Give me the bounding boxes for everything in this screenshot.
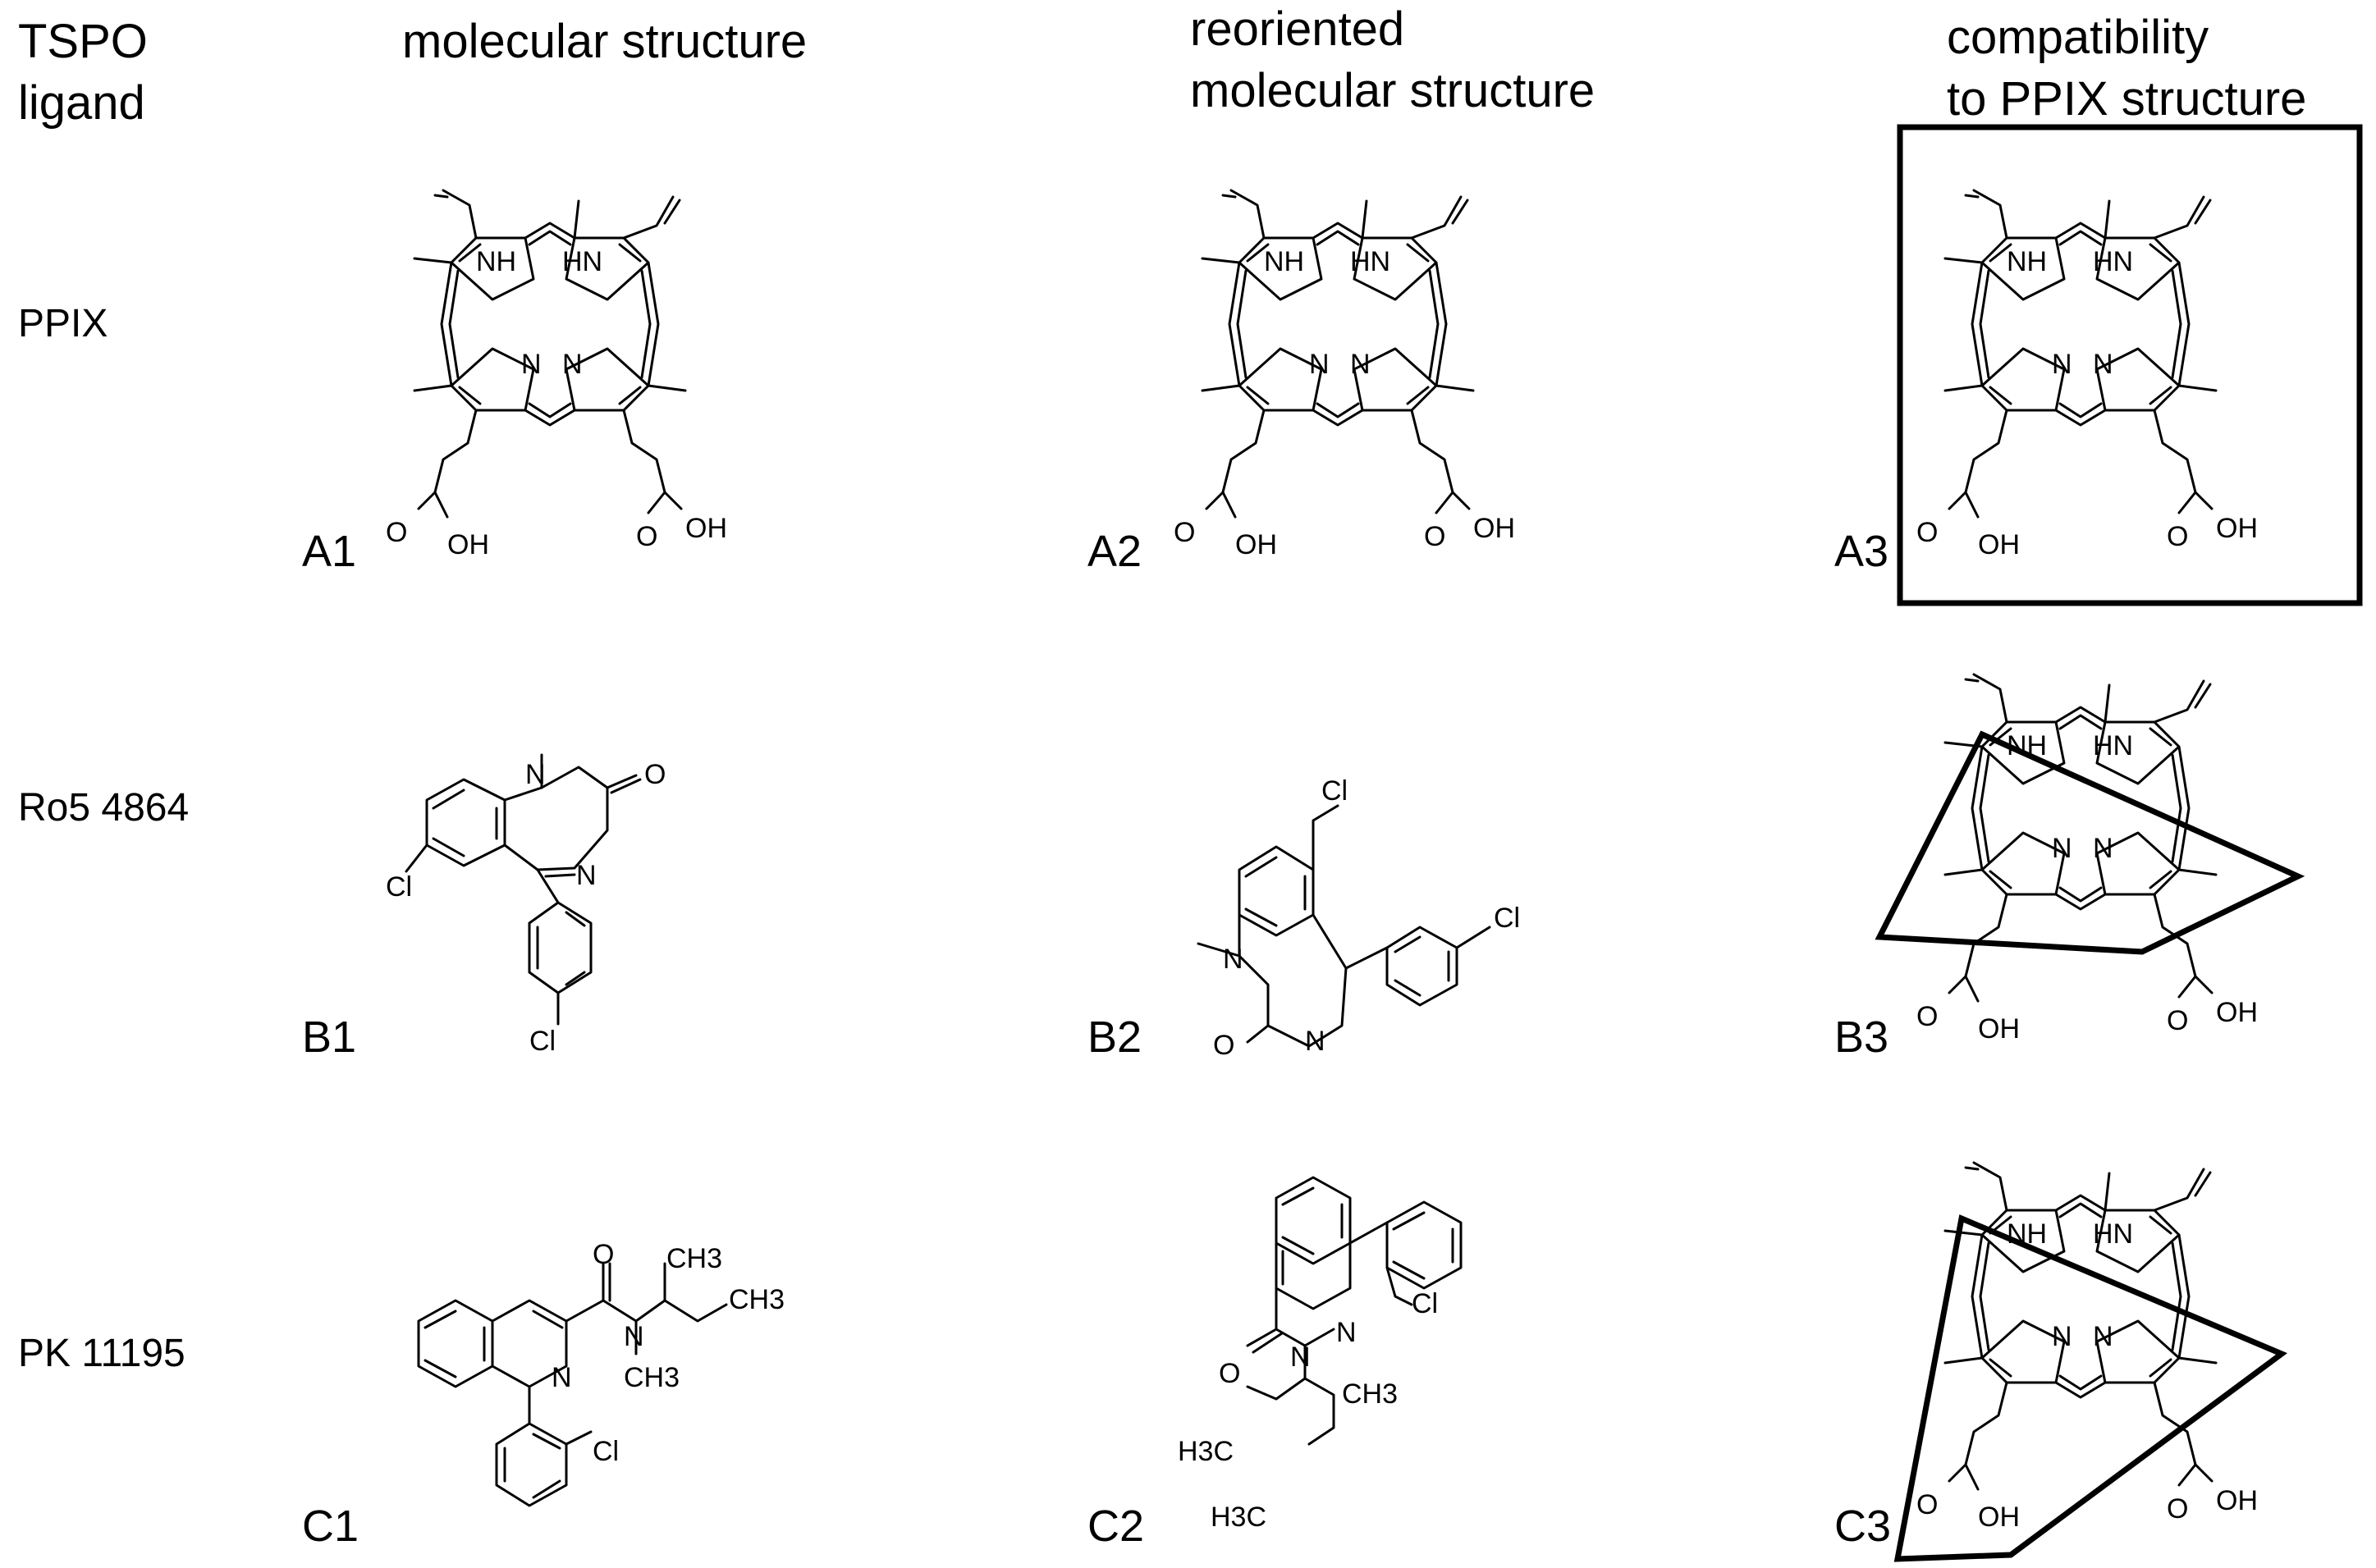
atom-o: O (2167, 1005, 2188, 1036)
atom-oh: OH (1473, 513, 1515, 544)
atom-n: N (1309, 349, 1330, 380)
ppix-compatibility-frame (1897, 124, 2363, 606)
atom-n: N (624, 1321, 644, 1352)
atom-oh: OH (1978, 1502, 2020, 1533)
header-to-ppix: to PPIX structure (1947, 72, 2306, 126)
atom-n: N (1350, 349, 1371, 380)
panel-label-c1: C1 (302, 1502, 359, 1551)
atom-h3c: H3C (1178, 1436, 1234, 1467)
atom-ch3: CH3 (729, 1284, 785, 1315)
ppix-structure-c3: NH HN N N O OH O OH (1916, 1161, 2258, 1533)
atom-o: O (1916, 517, 1938, 548)
atom-o: O (1916, 1001, 1938, 1032)
atom-o: O (1213, 1030, 1234, 1061)
atom-o: O (1424, 521, 1445, 552)
header-tspo: TSPO (18, 15, 148, 68)
header-reoriented: reoriented (1190, 2, 1404, 56)
row-label-pk-11195: PK 11195 (18, 1332, 185, 1375)
panel-label-c2: C2 (1087, 1502, 1144, 1551)
atom-oh: OH (685, 513, 727, 544)
panel-label-b2: B2 (1087, 1013, 1142, 1062)
atom-o: O (1219, 1358, 1240, 1389)
atom-o: O (593, 1239, 614, 1270)
atom-nh: NH (1264, 246, 1304, 277)
atom-nh: NH (2007, 246, 2047, 277)
panel-label-c3: C3 (1834, 1502, 1891, 1551)
panel-label-a3: A3 (1834, 527, 1888, 576)
atom-n: N (525, 759, 546, 790)
atom-oh: OH (1235, 529, 1277, 560)
pk-11195-overlay-outline (1893, 1214, 2288, 1562)
ro5-4864-overlay-outline (1875, 730, 2305, 955)
atom-n: N (2093, 349, 2113, 380)
atom-oh: OH (2216, 513, 2258, 544)
atom-n: N (562, 349, 583, 380)
atom-o: O (1174, 517, 1195, 548)
atom-n: N (2052, 1321, 2072, 1352)
atom-ch3: CH3 (624, 1362, 680, 1393)
atom-cl: Cl (529, 1026, 556, 1057)
ro5-4864-structure-b1: N O N Cl Cl (386, 753, 666, 1057)
atom-o: O (644, 759, 666, 790)
atom-cl: Cl (1321, 775, 1348, 807)
atom-hn: HN (2093, 1218, 2133, 1250)
atom-cl: Cl (1412, 1288, 1438, 1319)
atom-oh: OH (2216, 1485, 2258, 1516)
atom-ch3: CH3 (1342, 1378, 1398, 1410)
atom-n: N (2093, 833, 2113, 864)
header-compatibility: compatibility (1947, 11, 2209, 64)
ppix-structure-b3: NH HN N N O OH O OH (1916, 673, 2258, 1045)
atom-n: N (576, 860, 597, 891)
atom-n: N (1305, 1026, 1325, 1057)
atom-o: O (2167, 521, 2188, 552)
header-ligand: ligand (18, 76, 145, 130)
panel-label-b3: B3 (1834, 1013, 1888, 1062)
atom-hn: HN (1350, 246, 1390, 277)
ro5-4864-structure-b2: Cl N O N Cl (1197, 775, 1520, 1061)
atom-h3c: H3C (1211, 1502, 1266, 1533)
atom-n: N (2052, 833, 2072, 864)
atom-hn: HN (562, 246, 602, 277)
atom-o: O (1916, 1489, 1938, 1520)
atom-oh: OH (2216, 997, 2258, 1028)
atom-nh: NH (476, 246, 516, 277)
atom-n: N (2093, 1321, 2113, 1352)
atom-n: N (1290, 1342, 1311, 1373)
ppix-structure-a2: NH HN N N O OH O OH (1174, 189, 1515, 560)
ppix-structure-a3: NH HN N N O OH O OH (1916, 189, 2258, 560)
header-reoriented-structure: molecular structure (1190, 64, 1595, 117)
ppix-structure-a1: NH HN N N O OH O OH (386, 189, 727, 560)
atom-cl: Cl (386, 871, 412, 903)
header-molecular-structure: molecular structure (402, 15, 807, 68)
atom-n: N (1223, 944, 1243, 975)
atom-n: N (552, 1362, 572, 1393)
atom-hn: HN (2093, 730, 2133, 761)
panel-label-b1: B1 (302, 1013, 356, 1062)
atom-ch3: CH3 (666, 1243, 722, 1274)
panel-label-a2: A2 (1087, 527, 1142, 576)
row-label-ro5-4864: Ro5 4864 (18, 786, 189, 830)
atom-cl: Cl (1494, 903, 1520, 934)
atom-cl: Cl (593, 1436, 619, 1467)
atom-n: N (2052, 349, 2072, 380)
atom-oh: OH (447, 529, 489, 560)
pk-11195-structure-c1: O CH3 CH3 N CH3 N Cl (417, 1239, 785, 1507)
atom-oh: OH (1978, 1013, 2020, 1045)
panel-label-a1: A1 (302, 527, 356, 576)
pk-11195-structure-c2: O N N CH3 H3C H3C Cl (1178, 1176, 1463, 1533)
atom-o: O (636, 521, 657, 552)
atom-n: N (521, 349, 542, 380)
atom-oh: OH (1978, 529, 2020, 560)
atom-hn: HN (2093, 246, 2133, 277)
atom-n: N (1336, 1317, 1357, 1348)
atom-o: O (2167, 1493, 2188, 1525)
row-label-ppix: PPIX (18, 302, 108, 345)
atom-o: O (386, 517, 407, 548)
